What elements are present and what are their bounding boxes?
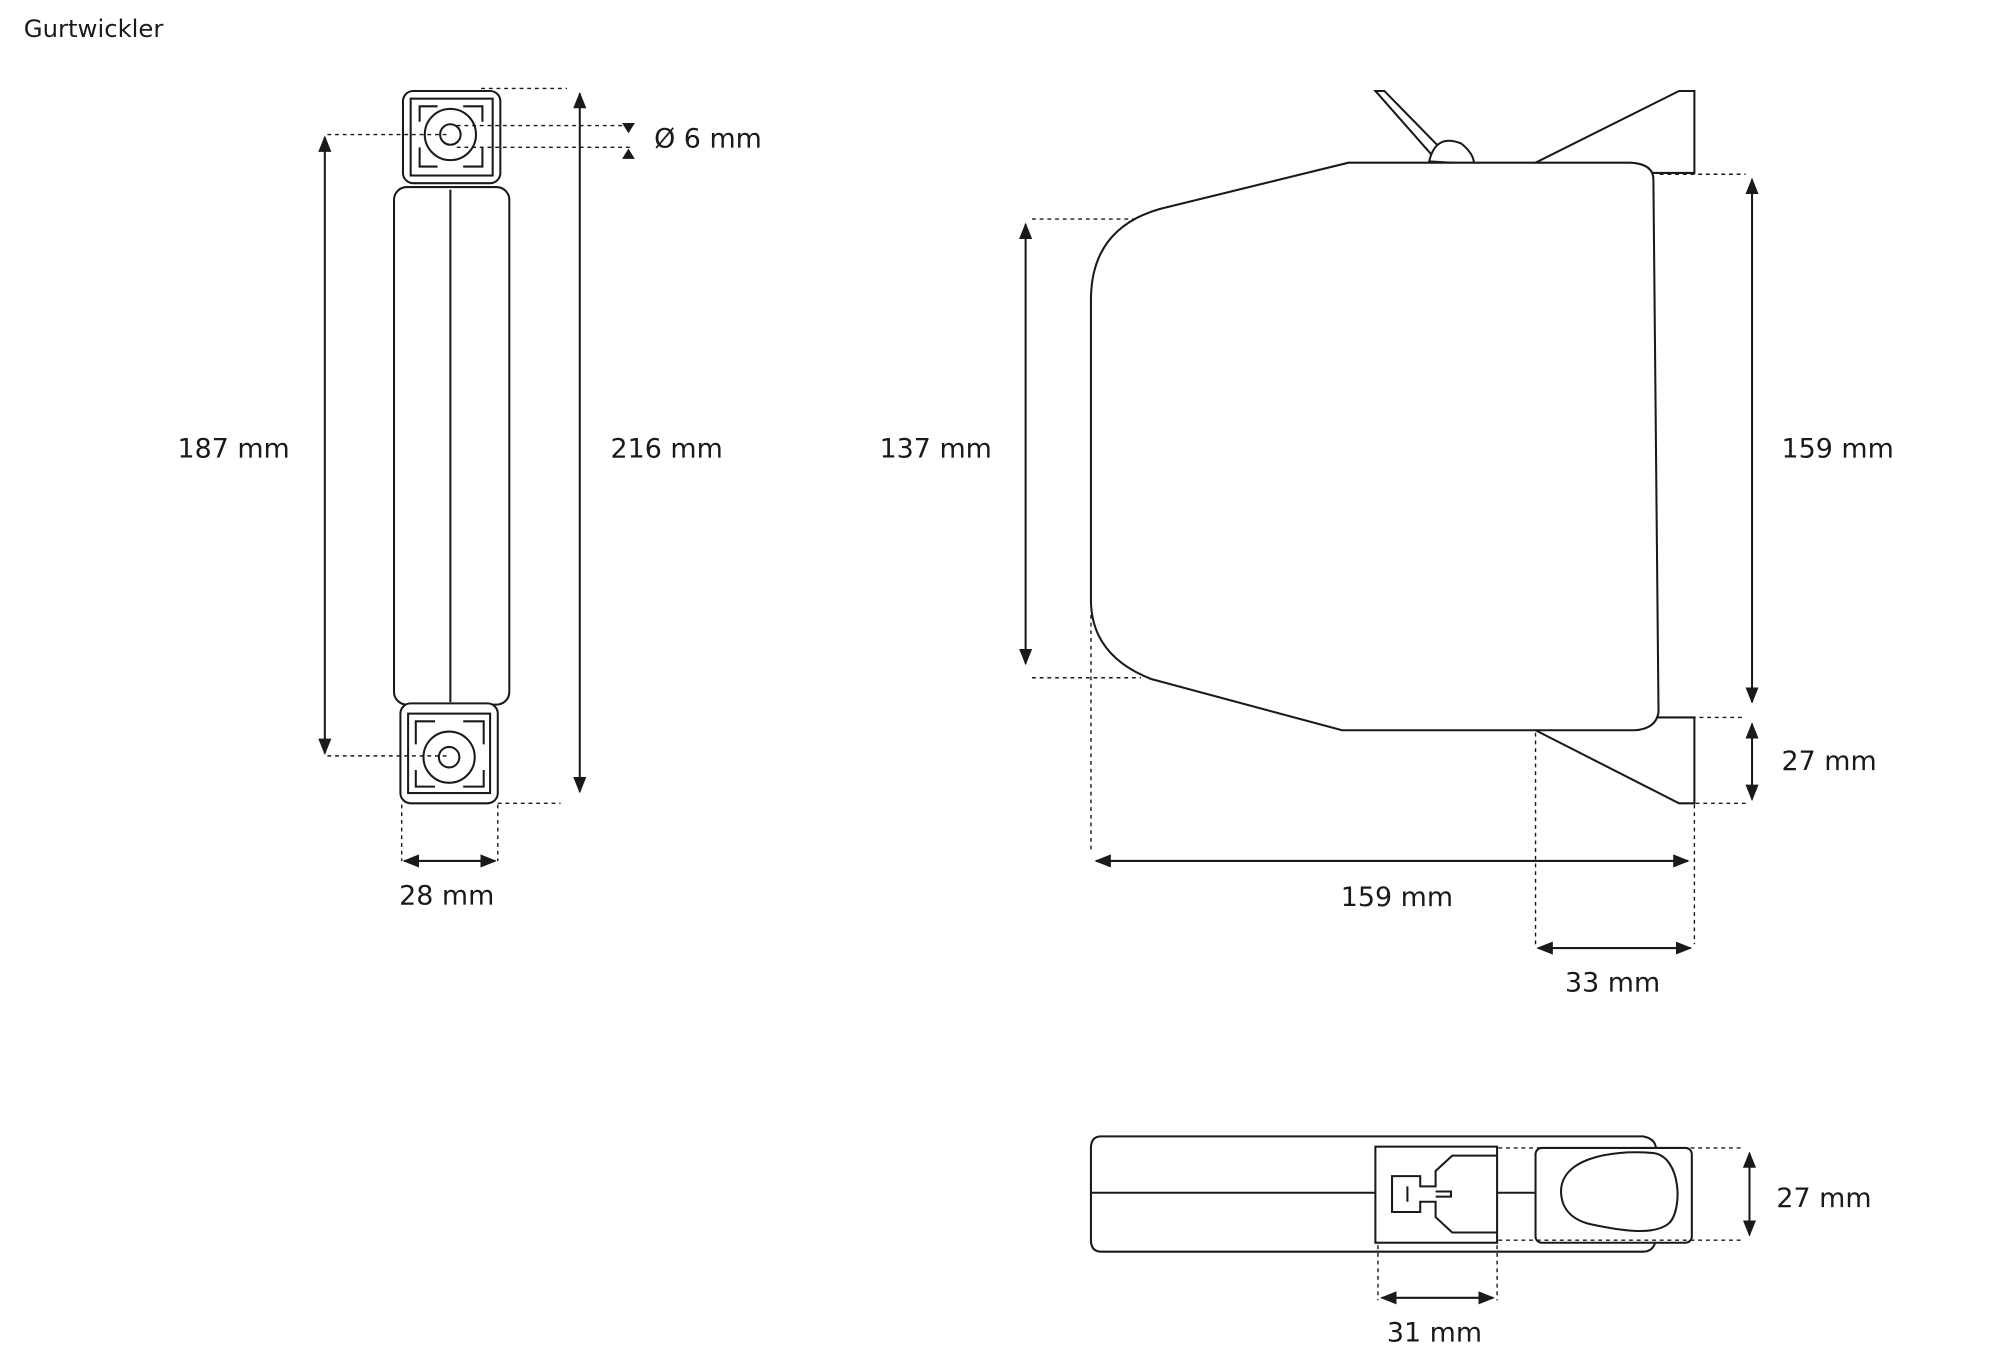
mount-hole-icon <box>439 123 462 146</box>
depth-label: 159 mm <box>1341 882 1453 913</box>
diameter-arrows <box>622 122 635 159</box>
side-view: 137 mm 159 mm 27 mm 159 mm 33 mm <box>880 89 1894 999</box>
slot-connector <box>1391 1154 1498 1234</box>
width-label: 28 mm <box>399 881 494 912</box>
belt-slot <box>1374 1145 1499 1244</box>
housing-bottom-outline <box>1089 1135 1657 1253</box>
mount-hole-icon <box>437 745 461 769</box>
drawing-title: Gurtwickler <box>24 14 164 43</box>
strap <box>1373 89 1445 158</box>
bracket-height-label: 27 mm <box>1782 746 1877 777</box>
body-height-label: 137 mm <box>880 433 992 464</box>
bottom-view: 27 mm 31 mm <box>1089 1135 1872 1348</box>
strap-loop <box>1427 139 1476 166</box>
thickness-label: 27 mm <box>1776 1183 1871 1214</box>
front-view: 187 mm 216 mm Ø 6 mm 28 mm <box>177 87 762 912</box>
bracket-hole <box>1560 1151 1679 1232</box>
mount-height-label: 159 mm <box>1782 433 1894 464</box>
total-height-label: 216 mm <box>611 433 723 464</box>
hole-diameter-label: Ø 6 mm <box>654 123 762 154</box>
hole-spacing-label: 187 mm <box>177 433 289 464</box>
housing-outline <box>1089 161 1660 732</box>
slot-width-label: 31 mm <box>1387 1317 1482 1348</box>
bottom-mount-cap <box>399 702 499 805</box>
top-mount-cap <box>401 89 502 185</box>
top-bracket <box>1531 89 1696 174</box>
bracket-depth-label: 33 mm <box>1565 968 1660 999</box>
body-outline <box>392 186 511 706</box>
